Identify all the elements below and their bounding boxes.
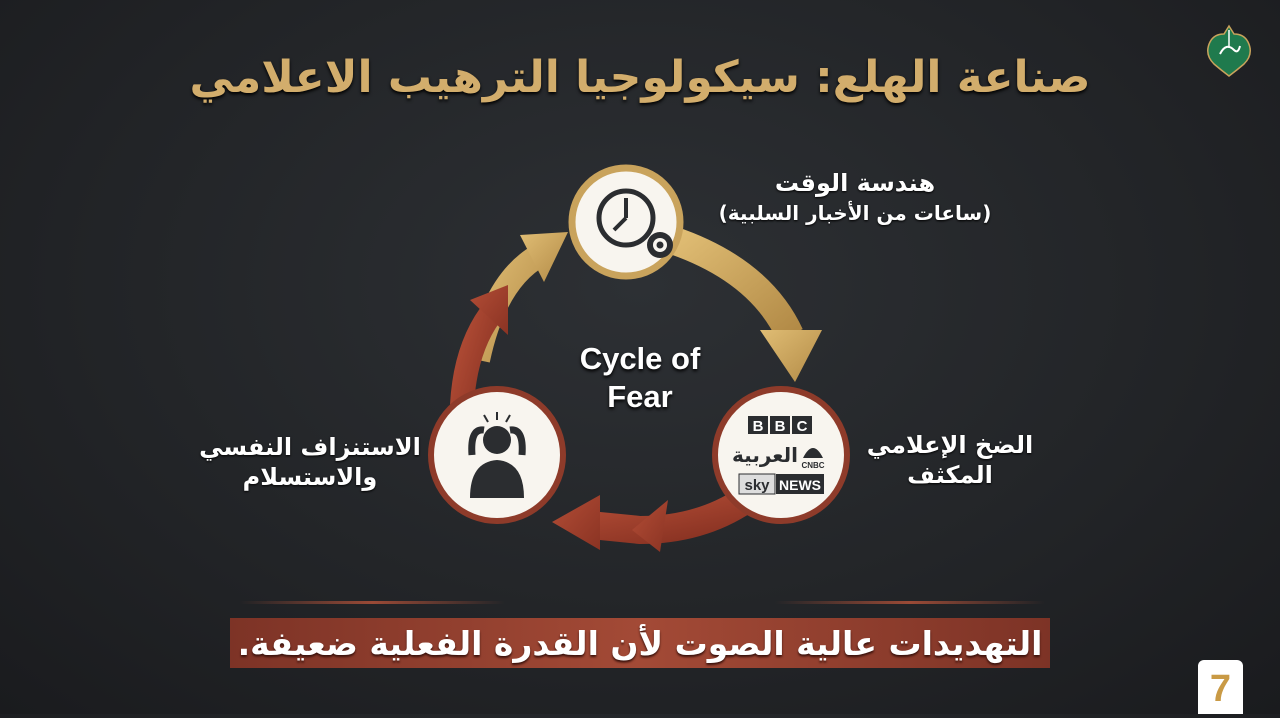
news-logos-icon: B B C العربية CNBC sky NEWS <box>732 416 825 495</box>
node-exhaustion <box>428 386 566 524</box>
arrow-red-left-up <box>450 285 508 406</box>
label-media-line2: المكثف <box>907 461 993 489</box>
divider-right <box>775 601 1045 604</box>
label-exhaustion-line1: الاستنزاف النفسي <box>199 433 421 461</box>
bottom-banner: التهديدات عالية الصوت لأن القدرة الفعلية… <box>230 618 1050 668</box>
label-exhaustion: الاستنزاف النفسي والاستسلام <box>190 432 430 492</box>
cycle-center-label: Cycle of Fear <box>540 340 740 416</box>
cycle-label-line1: Cycle of <box>579 341 701 376</box>
page-number: 7 <box>1198 660 1243 714</box>
slide-title: صناعة الهلع: سيكولوجيا الترهيب الاعلامي <box>189 52 1091 103</box>
clock-gear-icon <box>596 188 673 258</box>
cycle-label-line2: Fear <box>607 379 673 414</box>
label-time-subtitle: (ساعات من الأخبار السلبية) <box>718 201 992 225</box>
logo-alarabiya: العربية <box>732 443 798 467</box>
svg-text:B: B <box>775 418 786 435</box>
logo-bbc: B <box>753 418 764 435</box>
label-media-pumping: الضخ الإعلامي المكثف <box>840 430 1060 490</box>
arrow-gold-top-right <box>667 226 822 382</box>
logo-emblem-icon <box>1207 24 1251 77</box>
svg-text:C: C <box>797 418 808 435</box>
logo-sky: sky <box>744 477 770 494</box>
label-time-title: هندسة الوقت <box>774 169 936 197</box>
stressed-person-icon <box>468 412 526 498</box>
node-media: B B C العربية CNBC sky NEWS <box>712 386 850 524</box>
label-media-line1: الضخ الإعلامي <box>866 431 1034 459</box>
divider-left <box>240 601 505 604</box>
arrow-red-right-left <box>552 488 753 552</box>
node-clock <box>568 164 684 280</box>
logo-cnbc: CNBC <box>801 461 824 470</box>
label-exhaustion-line2: والاستسلام <box>242 463 378 491</box>
label-time-engineering: هندسة الوقت (ساعات من الأخبار السلبية) <box>690 168 1020 228</box>
logo-news: NEWS <box>779 477 821 493</box>
